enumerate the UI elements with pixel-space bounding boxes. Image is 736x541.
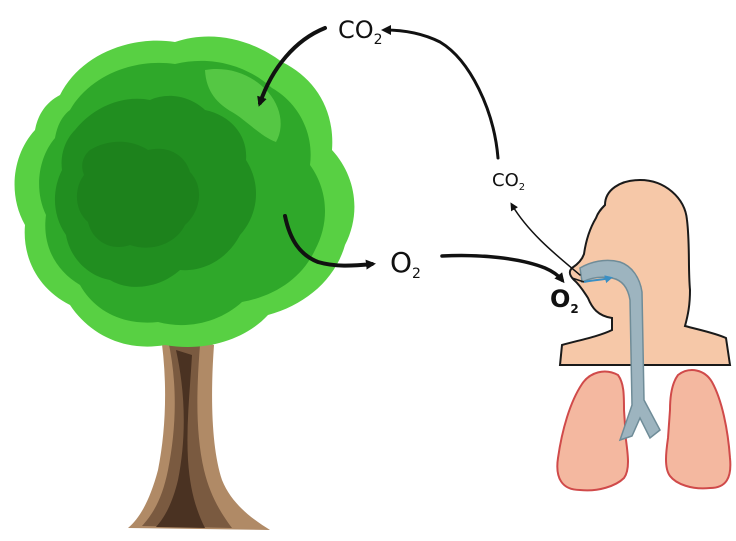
o2-inhale-main: O bbox=[550, 285, 570, 313]
label-co2-exhale: CO2 bbox=[492, 170, 525, 193]
right-lung bbox=[666, 370, 730, 488]
co2-rising-arrow bbox=[385, 30, 498, 158]
human-respiratory bbox=[557, 180, 730, 490]
tree-foliage bbox=[15, 36, 355, 346]
co2-exhale-main: CO bbox=[492, 170, 519, 191]
o2-tree-main: O bbox=[390, 246, 412, 279]
o2-to-human-arrow bbox=[442, 256, 562, 281]
exhale-arrow bbox=[512, 205, 580, 275]
left-lung bbox=[557, 372, 628, 491]
label-co2-top: CO2 bbox=[338, 16, 383, 48]
svg-text:O2: O2 bbox=[550, 285, 579, 316]
o2-inhale-sub: 2 bbox=[570, 302, 578, 316]
tree bbox=[15, 36, 355, 530]
svg-text:O2: O2 bbox=[390, 246, 421, 282]
svg-text:CO2: CO2 bbox=[492, 170, 525, 193]
label-o2-tree: O2 bbox=[390, 246, 421, 282]
svg-text:CO2: CO2 bbox=[338, 16, 383, 48]
tree-trunk bbox=[128, 330, 270, 530]
co2-top-sub: 2 bbox=[374, 32, 383, 48]
co2-top-main: CO bbox=[338, 16, 374, 44]
label-o2-inhale: O2 bbox=[550, 285, 579, 316]
o2-tree-sub: 2 bbox=[412, 266, 421, 282]
co2-exhale-sub: 2 bbox=[519, 182, 525, 193]
